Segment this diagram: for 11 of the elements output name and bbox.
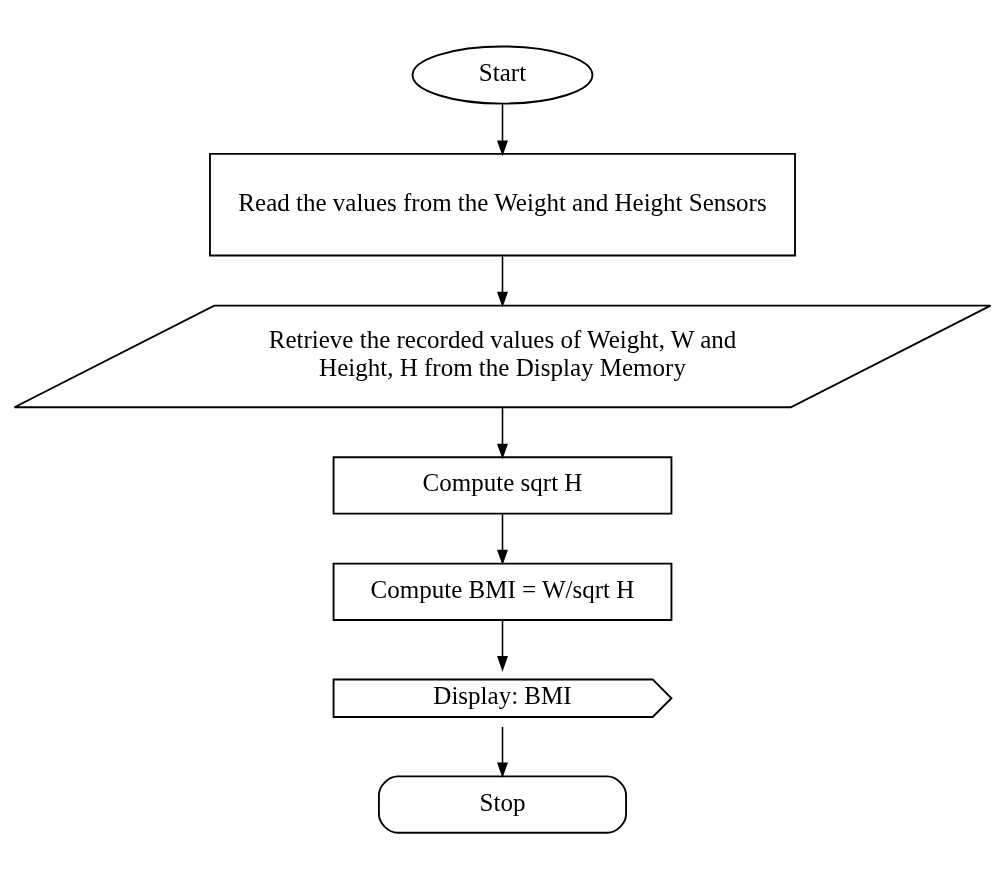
node-box: Read the values from the Weight and Height Sensors	[209, 152, 796, 257]
node-box: Stop	[378, 775, 628, 834]
node-ellipse: Start	[411, 45, 594, 105]
arrow	[497, 619, 508, 672]
node-box: Compute sqrt H	[332, 456, 673, 515]
arrow	[497, 513, 508, 566]
arrow	[497, 103, 508, 157]
node-box: Compute BMI = W/sqrt H	[332, 562, 673, 621]
arrow	[497, 254, 508, 308]
arrow	[497, 406, 508, 460]
arrow	[497, 726, 508, 779]
